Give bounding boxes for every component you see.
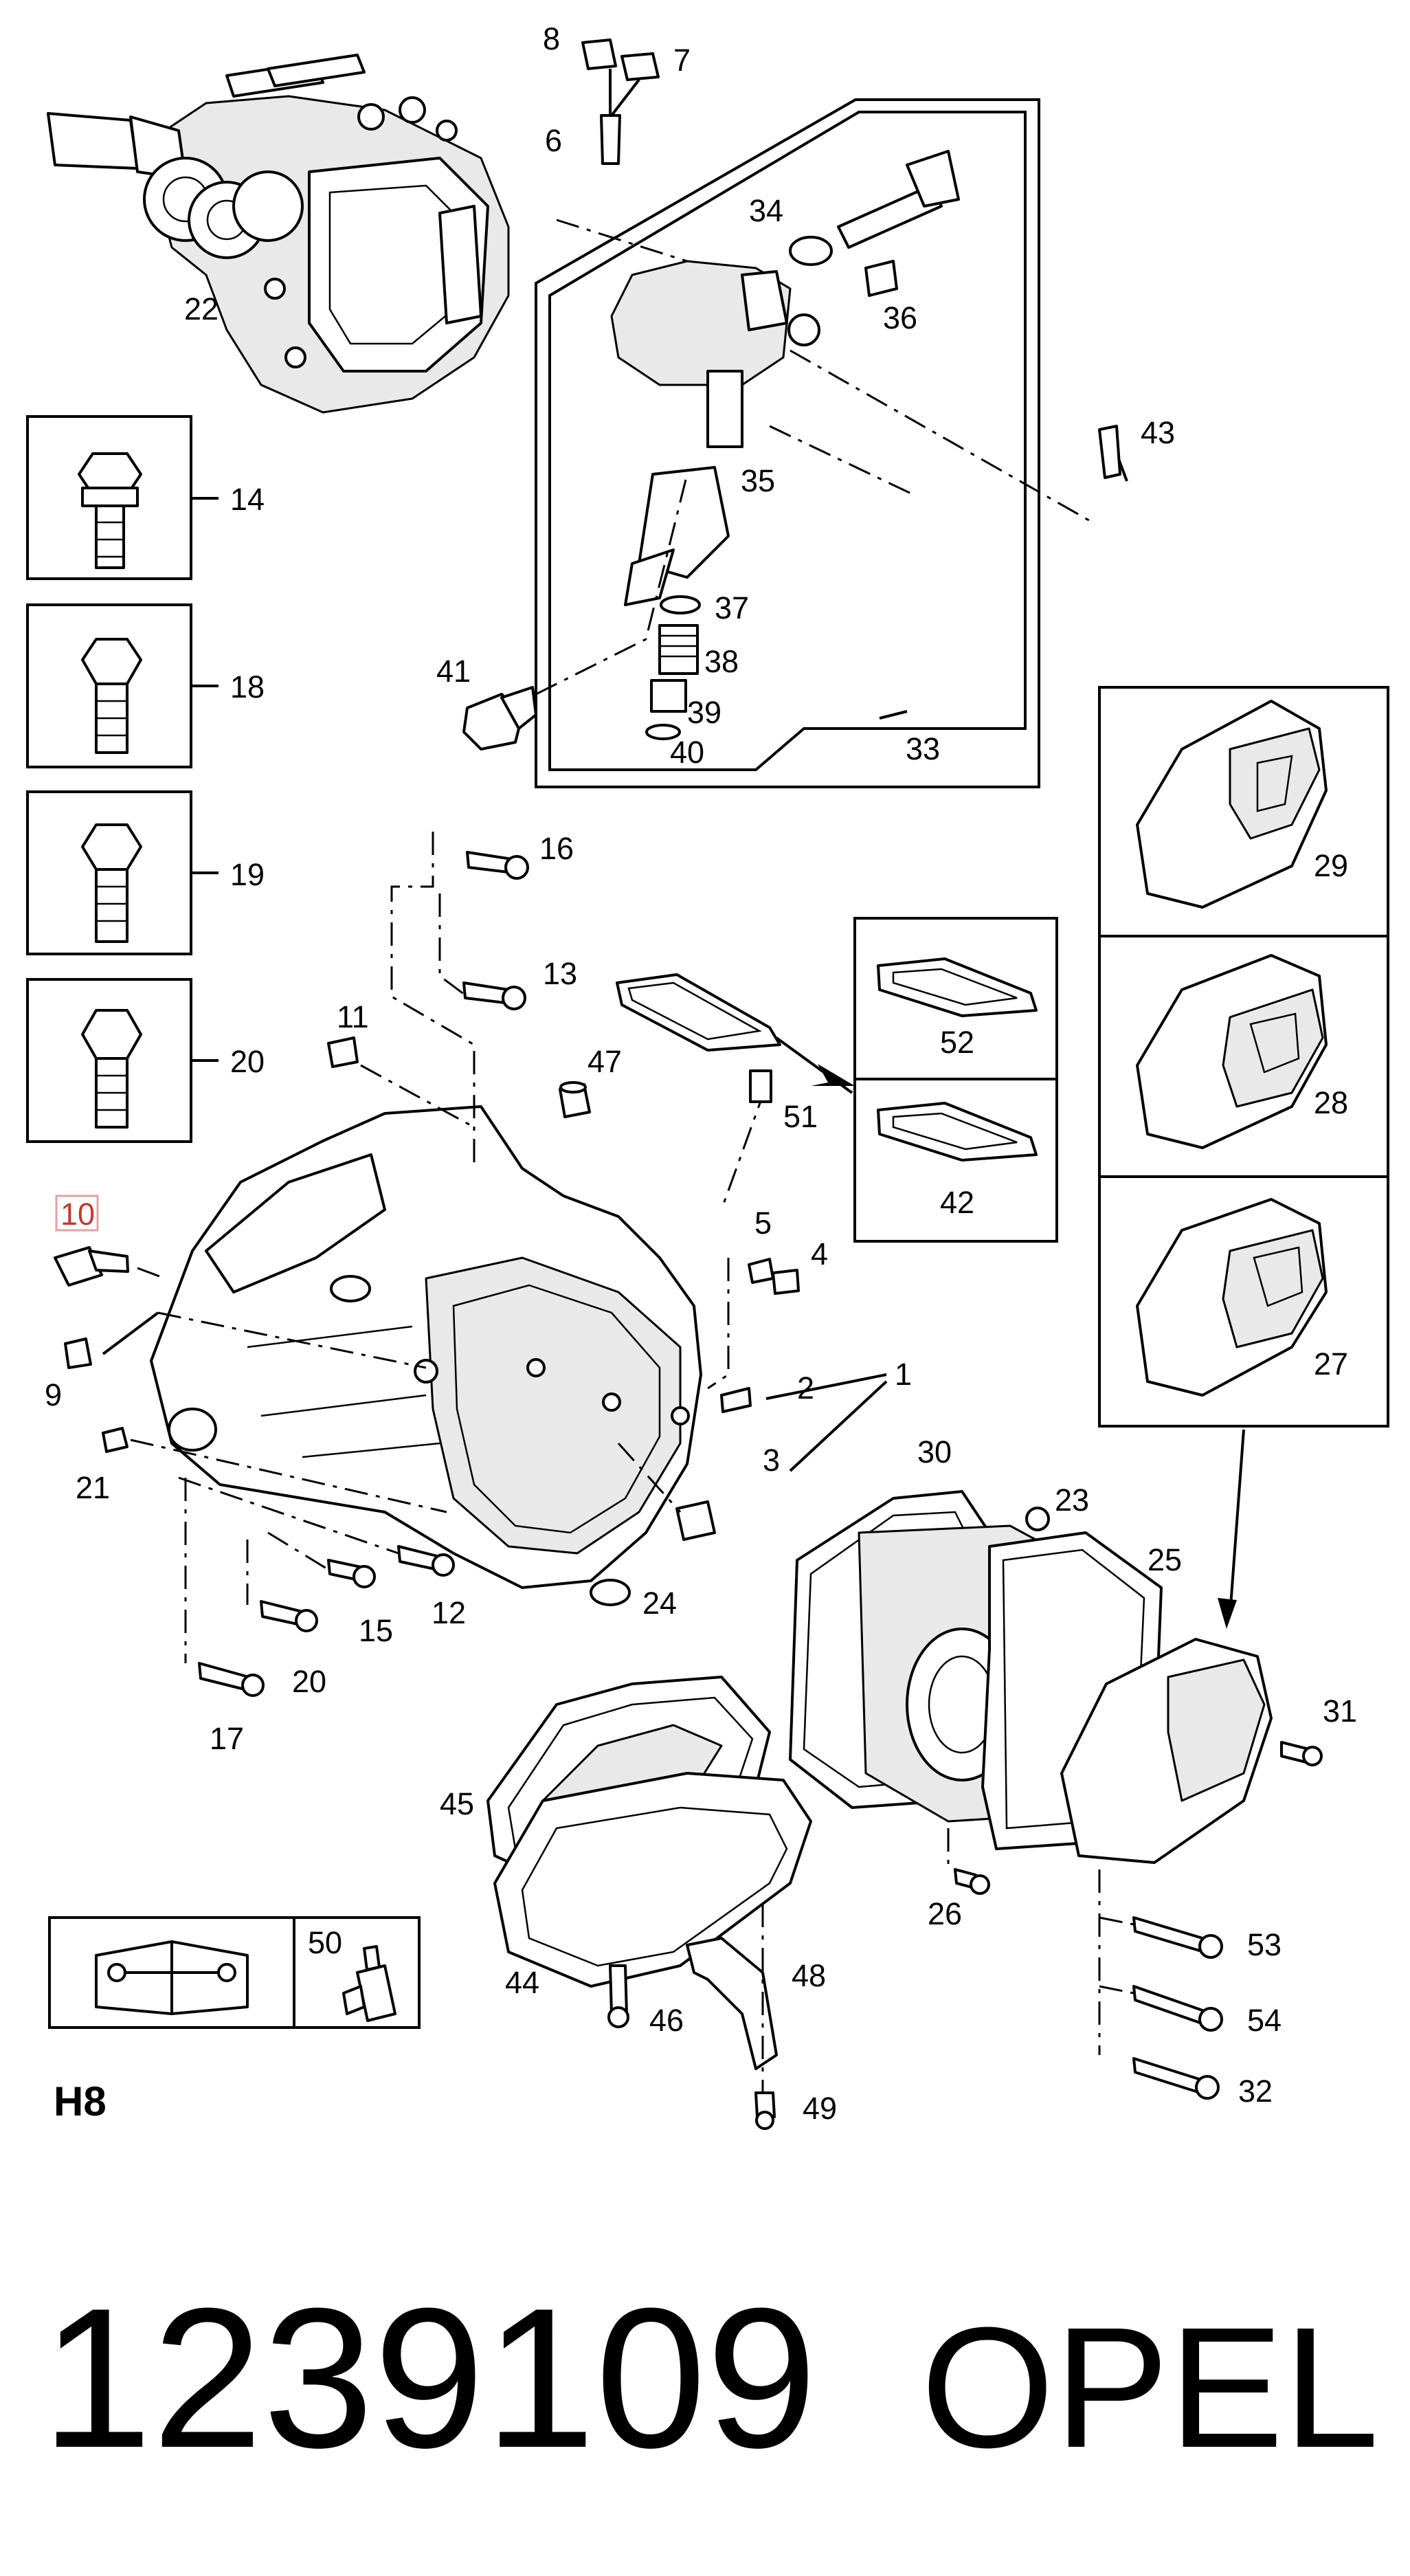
brand-name: OPEL: [921, 2291, 1379, 2483]
callout-7: 7: [673, 43, 691, 78]
transmission-case: [150, 1105, 702, 1589]
callout-27: 27: [1314, 1346, 1348, 1381]
callout-28: 28: [1314, 1085, 1348, 1120]
callout-3: 3: [763, 1443, 780, 1478]
callout-30: 30: [917, 1434, 952, 1469]
callout-14: 14: [230, 482, 265, 517]
callout-32: 32: [1238, 2074, 1273, 2109]
callout-13: 13: [543, 956, 577, 991]
callout-39: 39: [687, 695, 721, 730]
callout-24: 24: [642, 1586, 677, 1621]
callout-23: 23: [1055, 1483, 1089, 1518]
service-info-box: [48, 1916, 421, 2029]
callout-9: 9: [45, 1377, 62, 1412]
callout-labels: 8 7 6 22 34 36 43 35 14 37 38 41 18 39 4…: [45, 21, 1357, 2126]
callout-19: 19: [230, 857, 265, 892]
callout-53: 53: [1247, 1927, 1282, 1962]
callout-33: 33: [906, 731, 940, 766]
cover-options-box: [1098, 686, 1389, 1629]
callout-4: 4: [811, 1236, 828, 1272]
callout-47: 47: [588, 1044, 622, 1079]
callout-29: 29: [1314, 848, 1348, 883]
callout-5: 5: [754, 1206, 772, 1241]
callout-52: 52: [940, 1025, 974, 1060]
callout-50: 50: [308, 1925, 342, 1960]
gasket-51: [616, 973, 855, 1210]
callout-1: 1: [895, 1357, 912, 1392]
callout-18: 18: [230, 669, 265, 704]
callout-20-box: 20: [230, 1044, 265, 1079]
callout-21: 21: [76, 1470, 110, 1505]
bolt-box-20: [26, 978, 219, 1143]
shift-mechanism-group: [462, 38, 1128, 788]
callout-17: 17: [210, 1721, 244, 1756]
callout-54: 54: [1247, 2003, 1282, 2038]
callout-12: 12: [432, 1595, 466, 1630]
callout-49: 49: [803, 2091, 837, 2126]
callout-38: 38: [704, 644, 739, 679]
callout-34: 34: [749, 193, 783, 228]
callout-20: 20: [292, 1664, 326, 1699]
bolt-box-19: [26, 790, 219, 955]
callout-37: 37: [715, 590, 749, 625]
gasket-box-52-42: [853, 917, 1058, 1243]
callout-2: 2: [797, 1370, 814, 1406]
callout-10: 10: [60, 1197, 95, 1232]
callout-48: 48: [792, 1958, 826, 1993]
oil-pan: [486, 1676, 812, 2130]
callout-6: 6: [545, 123, 562, 158]
sealant-bottle-icon: [342, 1945, 396, 2022]
callout-46: 46: [649, 2003, 684, 2038]
callout-26: 26: [928, 1896, 962, 1931]
callout-25: 25: [1148, 1542, 1182, 1577]
wrench-book-icon: [95, 1940, 249, 2015]
callout-8: 8: [543, 21, 560, 56]
rear-housing: [789, 1490, 1323, 2100]
callout-16: 16: [539, 831, 574, 866]
callout-10-highlight: [55, 1195, 99, 1232]
callout-36: 36: [883, 300, 917, 335]
callout-15: 15: [359, 1613, 393, 1648]
sheet-code: H8: [54, 2078, 107, 2124]
callout-45: 45: [440, 1786, 474, 1821]
callout-11: 11: [337, 999, 369, 1034]
callout-44: 44: [505, 1965, 539, 2000]
callout-40: 40: [670, 735, 704, 770]
callout-31: 31: [1323, 1694, 1357, 1729]
bolt-box-14: [26, 415, 219, 580]
gear-housing-assembly: [47, 54, 510, 414]
callout-35: 35: [741, 463, 775, 498]
bolt-box-18: [26, 603, 219, 768]
callout-42: 42: [940, 1185, 974, 1220]
callout-41: 41: [436, 654, 471, 689]
part-number: 1239109: [41, 2267, 817, 2489]
callout-43: 43: [1141, 415, 1175, 450]
callout-22: 22: [184, 291, 219, 326]
case-small-parts: [54, 832, 888, 1697]
callout-51: 51: [783, 1099, 818, 1134]
